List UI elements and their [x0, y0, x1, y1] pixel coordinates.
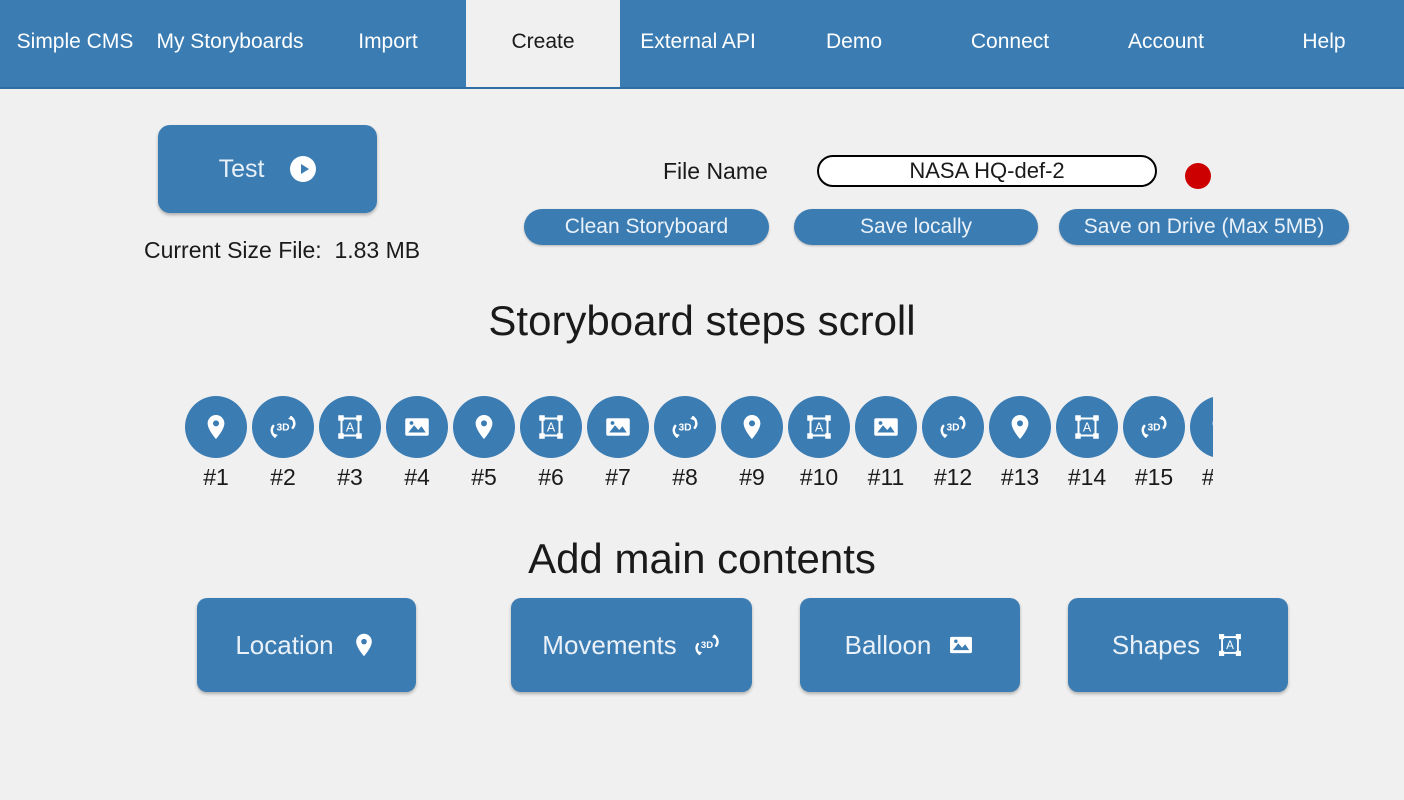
- storyboard-steps-title: Storyboard steps scroll: [488, 297, 916, 344]
- storyboard-step-label: #14: [1067, 464, 1107, 490]
- add-balloon-button[interactable]: Balloon: [800, 598, 1020, 692]
- storyboard-step-9[interactable]: #9: [721, 396, 783, 491]
- shapes-icon: A: [520, 396, 582, 458]
- nav-tab-connect[interactable]: Connect: [932, 0, 1088, 87]
- storyboard-step-12[interactable]: 3D #12: [922, 396, 984, 491]
- current-file-size-text: Current Size File: 1.83 MB: [144, 237, 421, 263]
- storyboard-step-16[interactable]: #16: [1190, 396, 1213, 491]
- file-name-input[interactable]: [817, 155, 1157, 187]
- save-locally-button[interactable]: Save locally: [794, 209, 1038, 245]
- svg-text:A: A: [346, 421, 355, 435]
- storyboard-step-5[interactable]: #5: [453, 396, 515, 491]
- clean-storyboard-button[interactable]: Clean Storyboard: [524, 209, 769, 245]
- location-pin-icon: [721, 396, 783, 458]
- add-location-button[interactable]: Location: [197, 598, 416, 692]
- storyboard-step-3[interactable]: A #3: [319, 396, 381, 491]
- location-pin-icon: [350, 631, 378, 659]
- storyboard-step-7[interactable]: #7: [587, 396, 649, 491]
- nav-tab-create[interactable]: Create: [466, 0, 620, 87]
- svg-text:A: A: [1226, 639, 1234, 652]
- svg-text:3D: 3D: [678, 422, 691, 433]
- storyboard-step-6[interactable]: A #6: [520, 396, 582, 491]
- image-icon: [947, 631, 975, 659]
- storyboard-step-label: #6: [538, 464, 564, 490]
- storyboard-step-label: #5: [471, 464, 497, 490]
- storyboard-step-label: #3: [337, 464, 363, 490]
- movement-3d-icon: 3D: [922, 396, 984, 458]
- storyboard-step-label: #7: [605, 464, 631, 490]
- movement-3d-icon: 3D: [693, 631, 721, 659]
- nav-tab-help[interactable]: Help: [1244, 0, 1404, 87]
- storyboard-step-label: #15: [1134, 464, 1174, 490]
- storyboard-step-13[interactable]: #13: [989, 396, 1051, 491]
- add-movements-button[interactable]: Movements 3D: [511, 598, 752, 692]
- add-shapes-button[interactable]: Shapes A: [1068, 598, 1288, 692]
- nav-tab-import[interactable]: Import: [310, 0, 466, 87]
- storyboard-step-label: #2: [270, 464, 296, 490]
- shapes-icon: A: [1216, 631, 1244, 659]
- image-icon: [386, 396, 448, 458]
- file-name-label: File Name: [663, 158, 768, 184]
- storyboard-step-15[interactable]: 3D #15: [1123, 396, 1185, 491]
- nav-tab-account[interactable]: Account: [1088, 0, 1244, 87]
- test-button-label: Test: [218, 154, 265, 183]
- storyboard-step-label: #16: [1190, 464, 1213, 491]
- storyboard-steps-scroll[interactable]: #1 3D #2 A #3 #4 #5 A #6 #7 3D #8 #9 A #10 #11 3D #12 #13 A…: [185, 396, 1213, 496]
- svg-text:3D: 3D: [1147, 422, 1160, 433]
- location-pin-icon: [453, 396, 515, 458]
- location-pin-icon: [185, 396, 247, 458]
- location-pin-icon: [1190, 396, 1213, 458]
- shapes-icon: A: [788, 396, 850, 458]
- add-main-contents-title: Add main contents: [528, 535, 876, 582]
- add-shapes-label: Shapes: [1111, 629, 1201, 660]
- storyboard-step-label: #12: [933, 464, 973, 490]
- image-icon: [587, 396, 649, 458]
- storyboard-step-label: #11: [867, 464, 905, 490]
- svg-text:A: A: [547, 421, 556, 435]
- add-location-label: Location: [235, 629, 334, 660]
- movement-3d-icon: 3D: [252, 396, 314, 458]
- shapes-icon: A: [1056, 396, 1118, 458]
- shapes-icon: A: [319, 396, 381, 458]
- save-on-drive-button[interactable]: Save on Drive (Max 5MB): [1059, 209, 1349, 245]
- storyboard-step-label: #1: [203, 464, 229, 490]
- nav-tab-my-storyboards[interactable]: My Storyboards: [150, 0, 310, 87]
- storyboard-step-label: #4: [404, 464, 430, 490]
- svg-text:A: A: [1083, 421, 1092, 435]
- image-icon: [855, 396, 917, 458]
- storyboard-step-label: #8: [672, 464, 698, 490]
- storyboard-step-2[interactable]: 3D #2: [252, 396, 314, 491]
- storyboard-step-label: #10: [799, 464, 839, 490]
- test-button[interactable]: Test: [158, 125, 377, 213]
- nav-tab-external-api[interactable]: External API: [620, 0, 776, 87]
- svg-text:3D: 3D: [946, 422, 959, 433]
- storyboard-step-label: #9: [739, 464, 765, 490]
- location-pin-icon: [989, 396, 1051, 458]
- add-balloon-label: Balloon: [844, 629, 932, 660]
- nav-tab-demo[interactable]: Demo: [776, 0, 932, 87]
- add-movements-label: Movements: [542, 629, 677, 660]
- svg-text:3D: 3D: [276, 422, 289, 433]
- play-icon: [290, 156, 317, 182]
- storyboard-step-11[interactable]: #11: [855, 396, 917, 491]
- movement-3d-icon: 3D: [1123, 396, 1185, 458]
- movement-3d-icon: 3D: [654, 396, 716, 458]
- storyboard-step-1[interactable]: #1: [185, 396, 247, 491]
- storyboard-step-4[interactable]: #4: [386, 396, 448, 491]
- svg-text:3D: 3D: [701, 640, 713, 651]
- record-status-dot: [1185, 163, 1211, 189]
- storyboard-step-label: #13: [1000, 464, 1040, 490]
- storyboard-step-8[interactable]: 3D #8: [654, 396, 716, 491]
- nav-tab-simple-cms[interactable]: Simple CMS: [0, 0, 150, 87]
- storyboard-step-14[interactable]: A #14: [1056, 396, 1118, 491]
- storyboard-step-10[interactable]: A #10: [788, 396, 850, 491]
- svg-text:A: A: [815, 421, 824, 435]
